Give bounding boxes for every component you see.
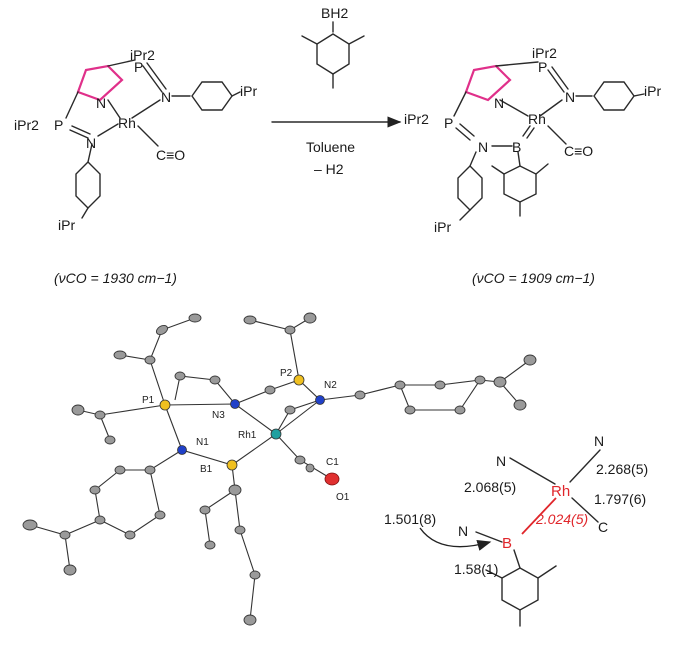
bond-rh-c: 1.797(6) (594, 491, 646, 507)
bond-length-diagram: N N Rh B C N 2.068(5) 2.268(5) 1.797(6) … (384, 433, 648, 627)
product-aryl-ipr-bottom: iPr (434, 219, 451, 235)
crystal-label-n1: N1 (196, 437, 209, 448)
reactant-n-ring: N (96, 95, 106, 111)
crystal-label-p2: P2 (280, 368, 293, 379)
reaction-byproduct: – H2 (314, 161, 344, 177)
reagent-mesityl-ring (316, 33, 350, 75)
atom-n1-marker (177, 445, 187, 455)
reagent-bh2: BH2 (321, 5, 348, 21)
bond-rh-b: 2.024(5) (535, 511, 588, 527)
bond-diagram-b: B (502, 535, 512, 552)
reactant-pyrrole-ring (76, 64, 124, 102)
reactant-n-aryl-top: N (161, 89, 171, 105)
bond-diagram-c: C (598, 519, 608, 535)
bond-rh-n-left: 2.068(5) (464, 479, 516, 495)
crystal-label-b1: B1 (200, 464, 213, 475)
product-n-ring: N (494, 95, 504, 111)
reactant-aryl-bottom (75, 161, 101, 209)
crystal-label-rh1: Rh1 (238, 430, 257, 441)
atom-n2-marker (315, 395, 325, 405)
atom-b1-marker (226, 459, 238, 471)
product-pyrrole-ring (464, 64, 512, 102)
product-p-left: P (444, 115, 453, 131)
atom-rh1-marker (270, 428, 282, 440)
atom-c1-marker (305, 463, 315, 473)
product-p-top: P (538, 59, 547, 75)
reactant-structure: iPr2 P N N iPr iPr2 P N Rh C≡O iPr (14, 47, 257, 233)
crystal-label-p1: P1 (142, 395, 155, 406)
reactant-aryl-top (191, 81, 233, 111)
bond-diagram-n-b: N (458, 523, 468, 539)
product-aryl-top (593, 81, 635, 111)
bond-diagram-rh: Rh (551, 483, 570, 500)
reactant-aryl-ipr-top: iPr (240, 83, 257, 99)
product-aryl-ipr-top: iPr (644, 83, 661, 99)
reactant-ipr2-left: iPr2 (14, 117, 39, 133)
reactant-n-left: N (86, 135, 96, 151)
atom-o1-marker (324, 472, 340, 486)
bond-diagram-n-right: N (594, 433, 604, 449)
product-mesityl-ring (503, 165, 537, 203)
bond-rh-n-right: 2.268(5) (596, 461, 648, 477)
reactant-nu-co: (νCO = 1930 cm−1) (54, 270, 177, 286)
atom-n3-marker (230, 399, 240, 409)
reactant-co: C≡O (156, 147, 185, 163)
crystal-ellipsoids (22, 312, 537, 626)
crystal-label-c1: C1 (326, 457, 339, 468)
bond-diagram-mesityl (501, 567, 539, 611)
crystal-label-n2: N2 (324, 380, 337, 391)
bond-b-c: 1.58(1) (454, 561, 498, 577)
crystal-label-o1: O1 (336, 492, 350, 503)
crystal-label-n3: N3 (212, 410, 225, 421)
reactant-ipr2-top: iPr2 (130, 47, 155, 63)
product-co: C≡O (564, 143, 593, 159)
product-nu-co: (νCO = 1909 cm−1) (472, 270, 595, 286)
product-rh: Rh (528, 111, 546, 127)
product-structure: iPr2 P N N iPr iPr2 P N B Rh C≡O iPr (404, 45, 661, 235)
product-n-aryl-top: N (565, 89, 575, 105)
reactant-rh: Rh (118, 115, 136, 131)
product-b: B (512, 139, 521, 155)
reactant-p-top: P (134, 59, 143, 75)
reaction-solvent: Toluene (306, 139, 355, 155)
bond-diagram-n-left: N (496, 453, 506, 469)
product-ipr2-top: iPr2 (532, 45, 557, 61)
reaction-arrow-group: BH2 Toluene – H2 (271, 5, 402, 177)
product-ipr2-left: iPr2 (404, 111, 429, 127)
atom-p2-marker (293, 374, 305, 386)
reactant-p-left: P (54, 117, 63, 133)
reactant-aryl-ipr-bottom: iPr (58, 217, 75, 233)
atom-p1-marker (159, 399, 171, 411)
product-n-left: N (478, 139, 488, 155)
product-aryl-bottom (457, 165, 483, 211)
bond-diagram-curved-arrow (419, 527, 492, 551)
crystal-structure: P1 P2 N1 N2 N3 Rh1 B1 C1 O1 (22, 312, 537, 626)
bond-b-n: 1.501(8) (384, 511, 436, 527)
